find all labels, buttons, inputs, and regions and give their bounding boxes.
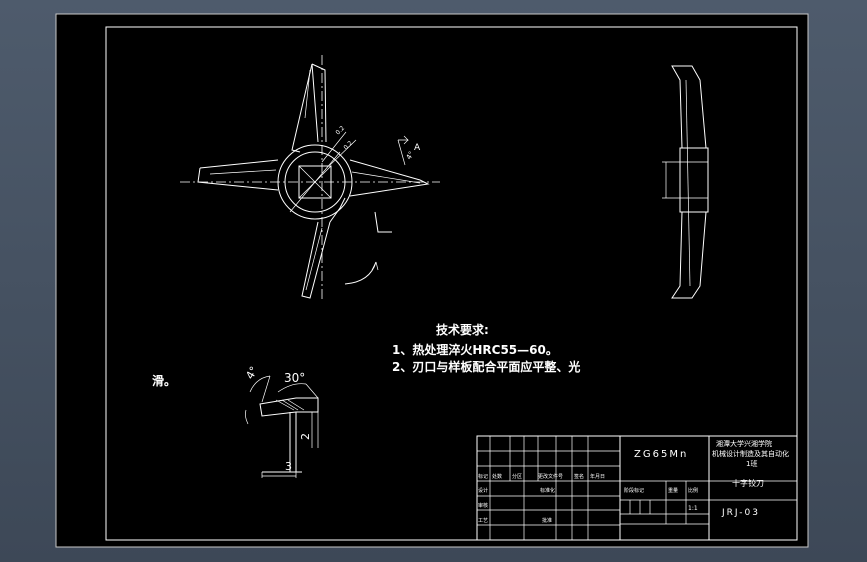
row-ratio: 比例 [688,487,698,494]
right-blade [349,159,430,197]
row-standard: 标准化 [540,487,555,494]
tech-heading: 技术要求: [436,322,489,337]
hdr-zone: 分区 [512,473,522,480]
row-design: 设计 [478,487,488,494]
title-block: ZG65Mn 湘潭大学兴湘学院 机械设计制造及其自动化 1班 十字铰刀 JRJ-… [476,435,798,541]
side-hub [679,147,709,213]
angle-note: 4° [405,150,416,161]
angle-30-label: 30° [284,371,305,385]
hub-outer [277,144,353,220]
drawing-sheet [55,13,809,548]
section-marker-lower [374,211,392,233]
tech-line-2: 2、刃口与样板配合平面应平整、光 [392,359,580,374]
bottom-blade [301,221,331,299]
top-blade-edge [291,63,313,153]
chamfer-dim-a: 0.2 [334,125,346,137]
hub-inner [284,151,346,213]
drawing-number: JRJ-03 [721,508,760,518]
row-weight: 重量 [668,487,678,494]
top-blade [311,63,327,143]
hdr-mark: 标记 [478,473,488,480]
hdr-date: 年月日 [590,473,605,480]
dim-2-label: 2 [299,433,312,440]
left-blade [197,159,279,191]
tech-line-1: 1、热处理淬火HRC55—60。 [392,342,558,357]
front-view: 0.2 0.2 A 4° [180,55,440,300]
hdr-change-doc: 更改文件号 [538,473,563,480]
dim-3-label: 3 [285,460,292,473]
row-process: 工艺 [478,518,488,524]
row-approve: 批准 [542,517,552,524]
tech-requirements: 技术要求: 1、热处理淬火HRC55—60。 2、刃口与样板配合平面应平整、光 … [152,322,580,388]
part-name: 十字铰刀 [732,478,764,488]
row-check: 审核 [478,502,488,509]
section-detail: 30° 4° 2 3 [243,364,319,478]
side-view [662,65,709,299]
school-line-2: 机械设计制造及其自动化 [712,449,789,458]
tech-line-2-cont: 滑。 [152,373,176,388]
section-label-a: A [414,143,421,153]
square-bore [298,165,332,199]
angle-4-label: 4° [243,364,261,381]
chamfer-dim-b: 0.2 [342,140,354,152]
drawing-border [105,26,798,541]
school-line-3: 1班 [746,459,757,468]
hdr-count: 处数 [492,473,502,480]
material-label: ZG65Mn [634,449,688,460]
row-stage: 阶段标记 [624,487,644,494]
school-line-1: 湘潭大学兴湘学院 [716,439,772,448]
hdr-sign: 签名 [574,473,584,480]
scale-value: 1:1 [688,505,698,512]
